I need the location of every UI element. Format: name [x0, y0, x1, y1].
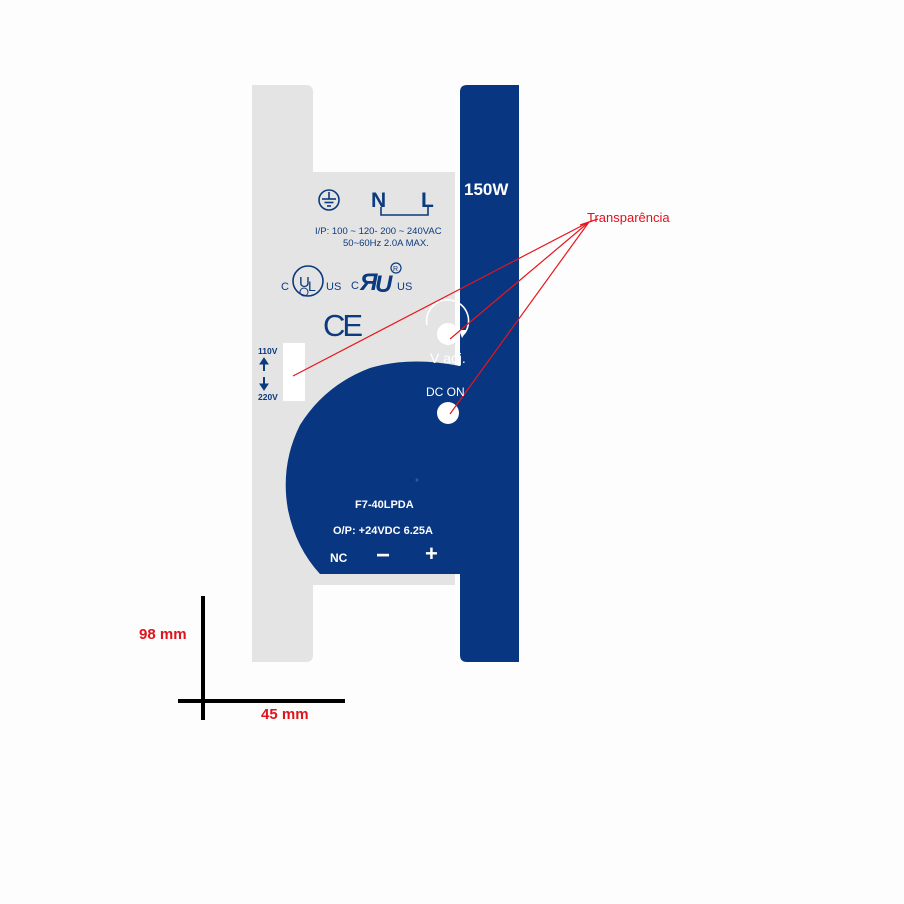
selector-220v-label: 220V [258, 392, 278, 402]
terminal-l-label: L [421, 189, 434, 212]
height-dimension-label: 98 mm [139, 626, 187, 643]
navy-front-panel [285, 85, 519, 662]
panel-dot [415, 478, 419, 482]
svg-text:Я: Я [359, 269, 378, 296]
ul-listed-logo: U L [292, 265, 324, 297]
input-spec-line2: 50~60Hz 2.0A MAX. [343, 238, 429, 249]
nl-terminal-bracket [380, 207, 429, 216]
svg-text:U: U [375, 271, 393, 298]
selector-arrows-icon [259, 357, 269, 391]
dc-on-led [437, 402, 459, 424]
output-spec: O/P: +24VDC 6.25A [333, 525, 433, 537]
earth-ground-icon [318, 189, 340, 211]
svg-text:R: R [393, 266, 398, 273]
power-rating-label: 150W [464, 180, 509, 199]
annotation-label: Transparência [587, 210, 670, 225]
width-dimension-label: 45 mm [261, 706, 309, 723]
voltage-selector-slot[interactable] [283, 343, 305, 401]
terminal-plus-label: + [425, 541, 438, 566]
dimension-lines [178, 596, 345, 720]
terminal-n-label: N [371, 189, 387, 212]
ce-mark: CE [323, 308, 363, 343]
selector-110v-label: 110V [258, 346, 278, 356]
model-number: F7-40LPDA [355, 499, 414, 511]
v-adj-label: V adj. [430, 350, 466, 366]
input-spec-line1: I/P: 100 ~ 120- 200 ~ 240VAC [315, 226, 442, 237]
dc-on-label: DC ON [426, 385, 465, 399]
ur-c-label: C [351, 280, 359, 292]
ur-us-label: US [397, 281, 413, 293]
svg-text:U: U [299, 274, 310, 291]
terminal-minus-label: − [376, 542, 391, 569]
ur-recognized-logo: Я U R [359, 262, 402, 298]
annotation-leader-lines [292, 218, 599, 415]
terminal-nc-label: NC [330, 551, 348, 565]
cul-us-label: US [326, 281, 342, 293]
svg-text:L: L [308, 278, 316, 294]
cul-c-label: C [281, 281, 289, 293]
